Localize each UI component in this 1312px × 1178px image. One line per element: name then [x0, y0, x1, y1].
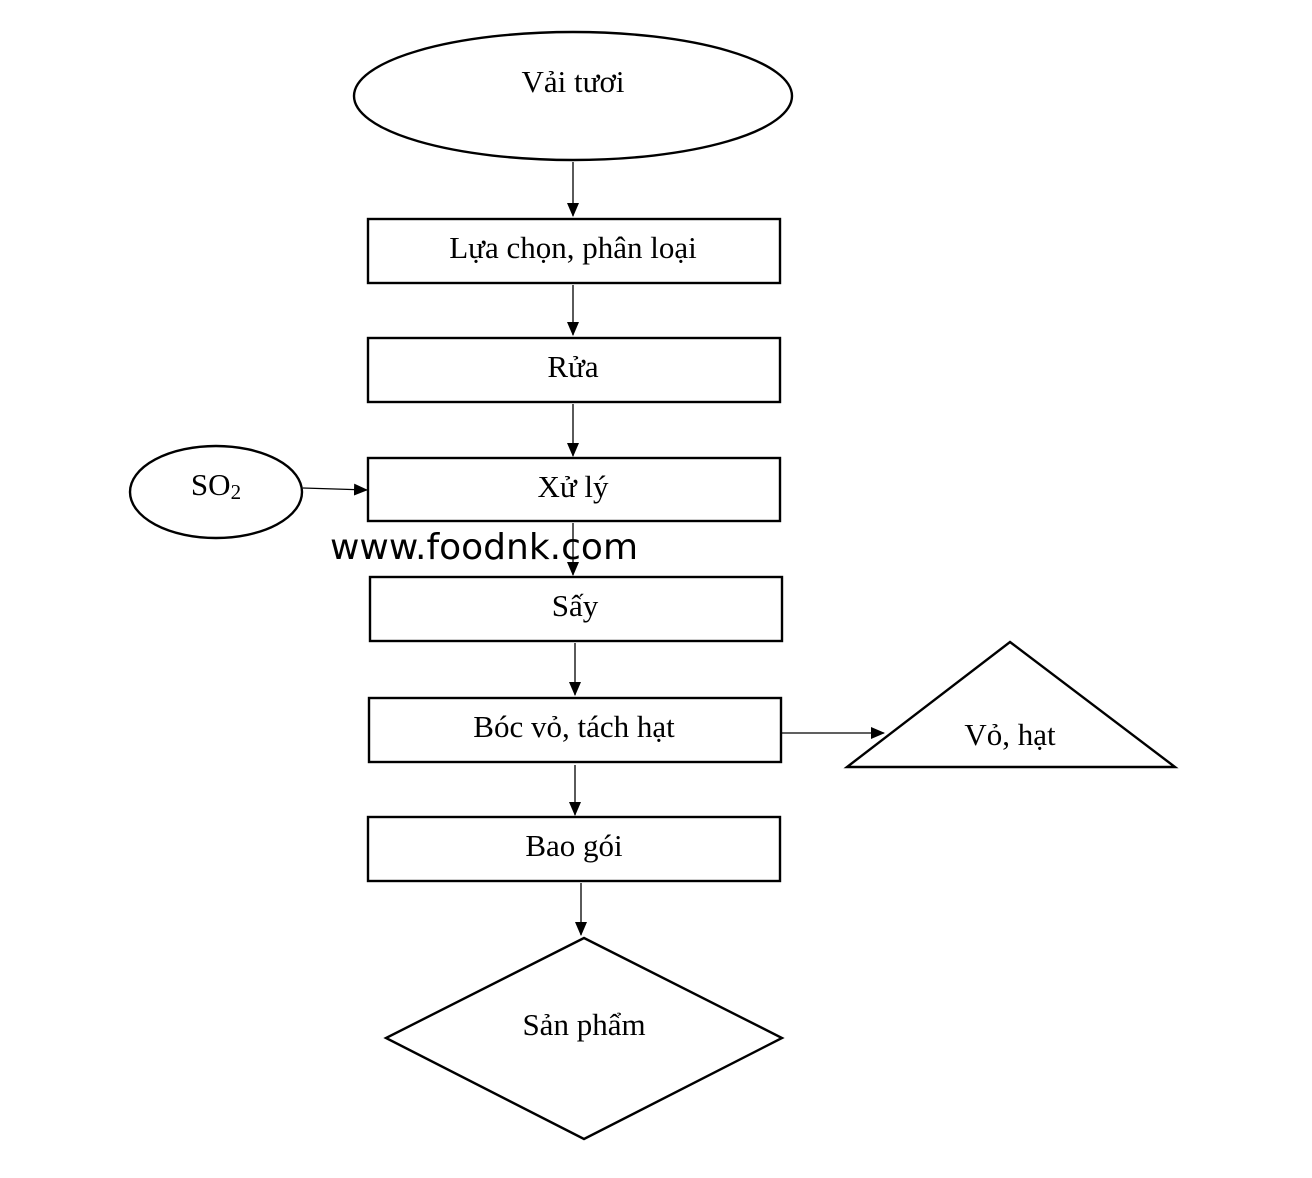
byproduct-node: Vỏ, hạt	[843, 640, 1179, 769]
byproduct-label: Vỏ, hạt	[964, 717, 1056, 752]
so2-label-text: SO	[191, 467, 231, 502]
product-node: Sản phẩm	[383, 936, 785, 1141]
step-dry: Sấy	[368, 575, 784, 643]
step-sort: Lựa chọn, phân loại	[366, 217, 782, 285]
step-sort-label: Lựa chọn, phân loại	[449, 230, 697, 265]
watermark: www.foodnk.com	[330, 527, 638, 568]
product-label: Sản phẩm	[522, 1007, 645, 1042]
step-peel-label: Bóc vỏ, tách hạt	[473, 709, 675, 744]
step-wash-label: Rửa	[547, 349, 598, 384]
so2-input-node: SO2	[128, 444, 304, 540]
step-dry-label: Sấy	[552, 588, 599, 623]
start-label: Vải tươi	[522, 64, 625, 99]
so2-label-subscript: 2	[231, 480, 242, 504]
step-treat-label: Xử lý	[537, 469, 609, 504]
step-pack: Bao gói	[366, 815, 782, 883]
so2-label: SO2	[191, 467, 241, 504]
step-treat: Xử lý	[366, 456, 782, 523]
step-peel: Bóc vỏ, tách hạt	[367, 696, 783, 764]
step-wash: Rửa	[366, 336, 782, 404]
arrow-so2-to-treat	[302, 483, 368, 496]
step-pack-label: Bao gói	[525, 828, 623, 863]
start-node: Vải tươi	[352, 30, 794, 162]
